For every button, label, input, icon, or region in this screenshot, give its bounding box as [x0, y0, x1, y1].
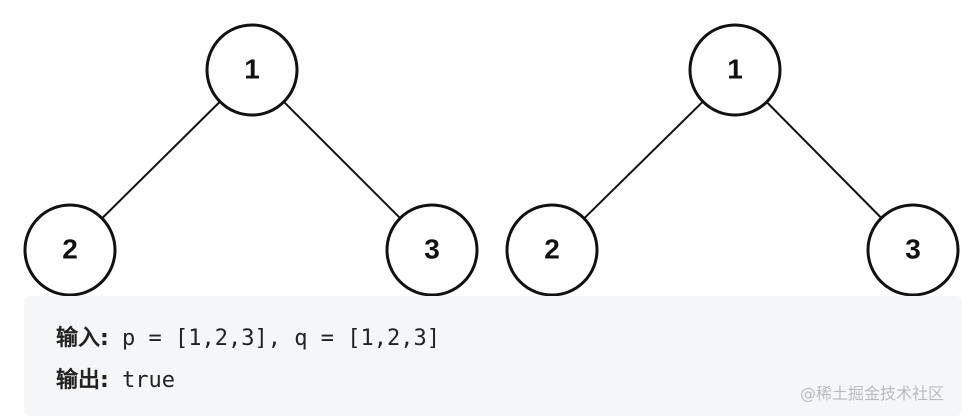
tree-2-node-root: 1 — [688, 23, 782, 117]
tree-node-circle — [205, 23, 299, 117]
tree-node-circle — [23, 203, 117, 297]
tree-2-node-left: 2 — [505, 203, 599, 297]
tree-node-label: 2 — [62, 233, 78, 264]
tree-node-circle — [688, 23, 782, 117]
tree-node-circle — [385, 203, 479, 297]
tree-node-label: 1 — [244, 53, 260, 84]
tree-node-label: 3 — [424, 233, 440, 264]
tree-node-circle — [866, 203, 960, 297]
input-line: 输入: p = [1,2,3], q = [1,2,3] — [56, 320, 440, 352]
tree-1-node-right: 3 — [385, 203, 479, 297]
tree-2-node-right: 3 — [866, 203, 960, 297]
tree-1-edge-root-left — [101, 100, 221, 220]
tree-1-edge-root-right — [283, 101, 401, 219]
input-value: p = [1,2,3], q = [1,2,3] — [108, 326, 440, 351]
output-label: 输出: — [56, 368, 109, 393]
tree-node-label: 1 — [727, 53, 743, 84]
tree-2-edge-root-left — [583, 100, 704, 220]
tree-node-label: 2 — [544, 233, 560, 264]
tree-diagram: 1 2 3 1 2 3 — [23, 23, 960, 297]
tree-1-node-left: 2 — [23, 203, 117, 297]
watermark: @稀土掘金技术社区 — [799, 384, 944, 403]
example-box: 输入: p = [1,2,3], q = [1,2,3] 输出: true @稀… — [24, 296, 962, 416]
tree-node-label: 3 — [905, 233, 921, 264]
output-value: true — [108, 368, 176, 393]
tree-2-edge-root-right — [765, 101, 883, 219]
tree-node-circle — [505, 203, 599, 297]
output-line: 输出: true — [56, 362, 175, 394]
input-label: 输入: — [56, 326, 109, 351]
tree-1-node-root: 1 — [205, 23, 299, 117]
